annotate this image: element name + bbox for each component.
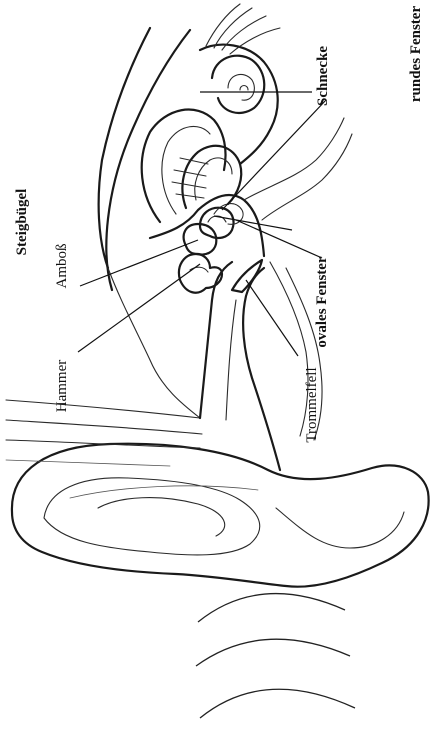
canal-ridges: [172, 158, 208, 198]
skull-bone-band-2: [6, 420, 202, 434]
leader-hammer: [78, 264, 200, 352]
skull-bone-band-1: [6, 400, 200, 418]
skull-bone-band-3: [6, 440, 200, 448]
cochlea-outer: [212, 56, 264, 113]
ear-canal-lining: [226, 300, 236, 420]
label-ovales-fenster: ovales Fenster: [314, 256, 330, 348]
pinna-concha-line: [70, 486, 258, 498]
skull-temporal: [108, 268, 200, 418]
leader-rundes-fenster: [222, 100, 326, 210]
label-schnecke: Schnecke: [315, 46, 331, 106]
skull-contour-left: [106, 30, 190, 290]
sound-wave-1: [198, 594, 345, 622]
label-rundes-fenster: rundes Fenster: [408, 6, 424, 103]
semicircular-canal-outer: [142, 110, 226, 222]
nerve-bundle: [206, 4, 280, 54]
outer-ear: [12, 444, 429, 587]
sound-waves: [196, 594, 355, 718]
stirrup-bone: [200, 208, 234, 238]
label-hammer: Hammer: [54, 360, 70, 412]
ear-canal: [200, 262, 280, 470]
skull-bone-band-4: [6, 460, 170, 466]
label-trommelfell: Trommelfell: [304, 367, 320, 442]
cochlea-inner: [240, 86, 248, 91]
label-steigbuegel: Steigbügel: [14, 189, 30, 256]
inner-tube-lower: [270, 262, 308, 436]
eustachian-tube-upper: [244, 118, 344, 200]
eustachian-tube-lower: [262, 134, 352, 220]
cochlea-mid: [228, 74, 254, 100]
pinna-antihelix: [98, 498, 225, 536]
eardrum: [232, 260, 262, 292]
leader-trommelfell: [246, 280, 298, 356]
inner-ear: [142, 4, 280, 224]
leader-ovales-fenster: [236, 220, 322, 258]
sound-wave-2: [196, 639, 350, 666]
semicircular-canal-2-inner: [195, 158, 232, 200]
pinna-inner-fold: [44, 478, 260, 555]
ear-canal-lower-wall: [243, 268, 280, 470]
label-amboss: Amboß: [54, 244, 70, 289]
skull-outline: [6, 28, 202, 466]
sound-wave-3: [200, 689, 355, 718]
pinna-lobe-fold: [276, 508, 404, 548]
